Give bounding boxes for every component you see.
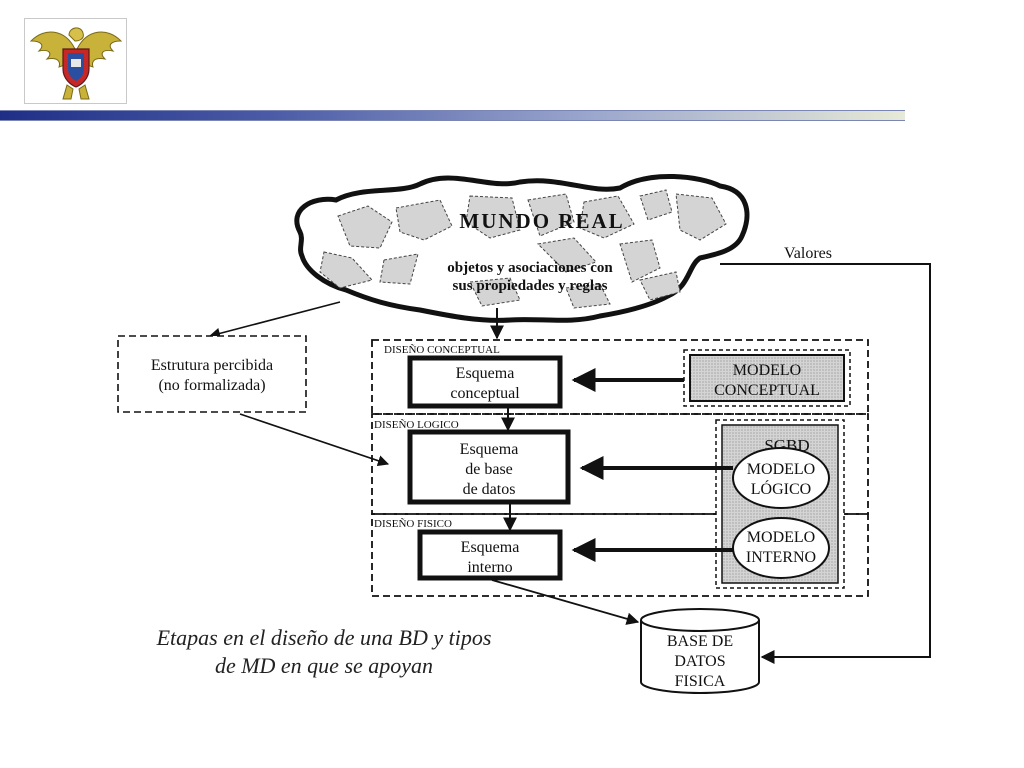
modelo-conceptual-line2: CONCEPTUAL (714, 382, 820, 399)
section-fisico-label: DISEÑO FISICO (374, 518, 452, 530)
valores-connector (720, 263, 931, 664)
caption: Etapas en el diseño de una BD y tipos de… (104, 624, 544, 680)
mundo-real-line1: objetos y asociaciones con (447, 260, 613, 276)
modelo-interno-ellipse (732, 517, 830, 579)
header-bar (0, 110, 905, 121)
section-logico-label: DISEÑO LOGICO (374, 419, 459, 431)
caption-line1: Etapas en el diseño de una BD y tipos (156, 625, 492, 650)
valores-label: Valores (784, 245, 832, 262)
modelo-interno-line2: INTERNO (746, 549, 816, 566)
section-fisico (371, 513, 869, 597)
section-conceptual-label: DISEÑO CONCEPTUAL (384, 344, 500, 356)
section-logico (371, 413, 869, 515)
logo (24, 18, 127, 104)
university-crest-icon (29, 27, 123, 100)
base-datos-line1: BASE DE (667, 633, 733, 650)
sgbd-panel: SGBD MODELO LÓGICO MODELO INTERNO (715, 419, 845, 589)
arrow-estrutura-to-logico (239, 413, 390, 467)
mundo-real-title: MUNDO REAL (459, 209, 624, 233)
estrutura-line2: (no formalizada) (158, 377, 265, 394)
modelo-logico-ellipse (732, 447, 830, 509)
arrow-interno-to-db (491, 579, 640, 625)
mundo-real-cloud: MUNDO REAL objetos y asociaciones con su… (294, 173, 750, 323)
esquema-base-line1: Esquema (460, 441, 519, 458)
esquema-conceptual-line2: conceptual (450, 385, 520, 402)
modelo-conceptual: MODELO CONCEPTUAL (683, 349, 851, 407)
esquema-interno-line2: interno (467, 559, 512, 576)
estrutura-line1: Estrutura percibida (151, 357, 273, 374)
base-datos-line3: FISICA (675, 673, 726, 690)
base-datos-cylinder: BASE DE DATOS FISICA (640, 608, 760, 694)
esquema-interno-line1: Esquema (461, 539, 520, 556)
esquema-base-line3: de datos (463, 481, 516, 498)
mundo-real-line2: sus propiedades y reglas (453, 278, 608, 294)
estrutura-box: Estrutura percibida (no formalizada) (117, 335, 307, 413)
base-datos-line2: DATOS (674, 653, 725, 670)
modelo-logico-line1: MODELO (747, 461, 815, 478)
esquema-conceptual-line1: Esquema (456, 365, 515, 382)
modelo-logico-line2: LÓGICO (751, 479, 811, 498)
caption-line2: de MD en que se apoyan (214, 653, 434, 678)
esquema-conceptual-box: Esquema conceptual (407, 355, 563, 409)
esquema-base-box: Esquema de base de datos (407, 429, 571, 505)
modelo-conceptual-line1: MODELO (733, 362, 801, 379)
arrow-cloud-to-estrutura (208, 301, 341, 339)
esquema-base-line2: de base (465, 461, 513, 478)
esquema-interno-box: Esquema interno (417, 529, 563, 581)
modelo-interno-line1: MODELO (747, 529, 815, 546)
